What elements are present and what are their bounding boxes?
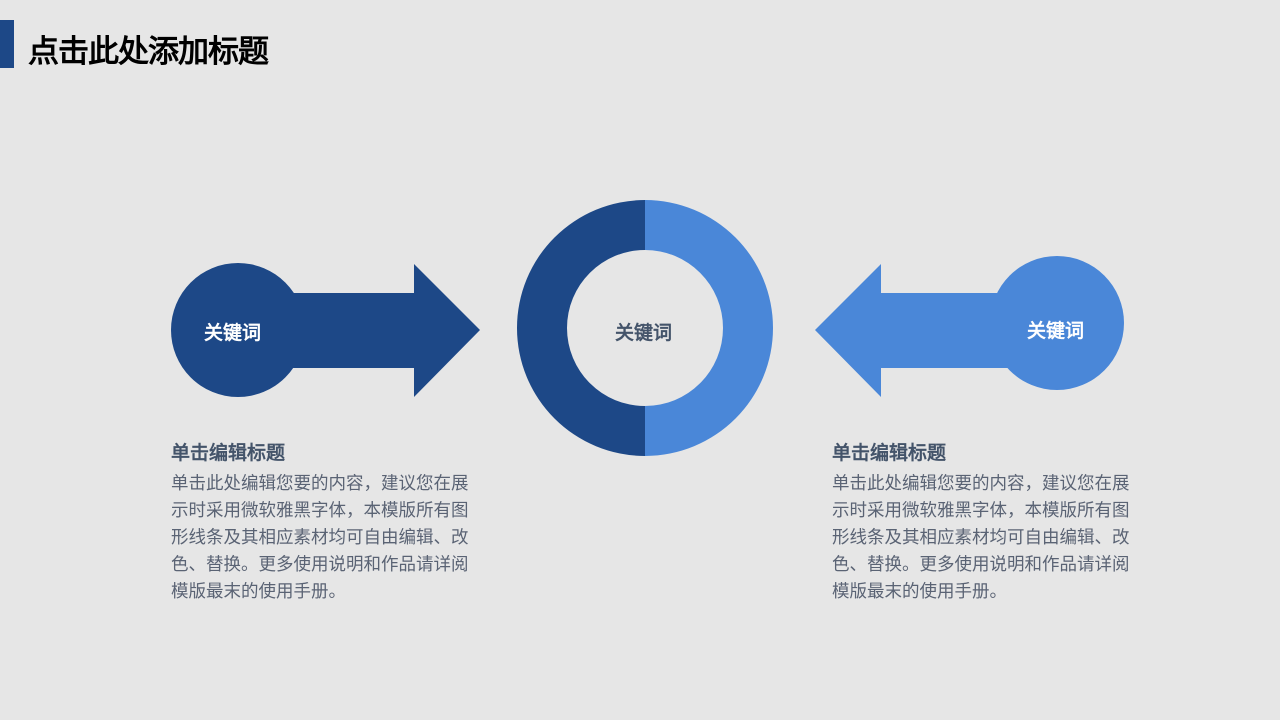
center-ring[interactable] — [517, 200, 773, 456]
center-keyword: 关键词 — [615, 322, 673, 344]
right-arrow[interactable] — [815, 256, 1124, 397]
left-text-block: 单击编辑标题 单击此处编辑您要的内容，建议您在展示时采用微软雅黑字体，本模版所有… — [171, 438, 481, 606]
left-arrow[interactable] — [171, 263, 480, 397]
page-title[interactable]: 点击此处添加标题 — [28, 34, 269, 70]
right-body[interactable]: 单击此处编辑您要的内容，建议您在展示时采用微软雅黑字体，本模版所有图形线条及其相… — [832, 474, 1130, 602]
right-text-block: 单击编辑标题 单击此处编辑您要的内容，建议您在展示时采用微软雅黑字体，本模版所有… — [832, 438, 1142, 606]
left-body[interactable]: 单击此处编辑您要的内容，建议您在展示时采用微软雅黑字体，本模版所有图形线条及其相… — [171, 474, 469, 602]
title-accent-bar — [0, 20, 14, 68]
left-keyword: 关键词 — [204, 322, 262, 344]
right-heading[interactable]: 单击编辑标题 — [832, 442, 947, 464]
right-keyword: 关键词 — [1027, 320, 1085, 342]
left-heading[interactable]: 单击编辑标题 — [171, 442, 286, 464]
